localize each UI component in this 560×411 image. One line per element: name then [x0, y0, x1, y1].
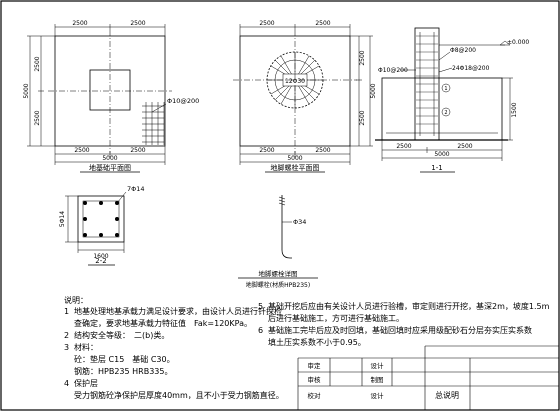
section-rebar-top: Φ8@200 — [450, 47, 476, 54]
section-22-title: 2-2 — [95, 257, 106, 265]
section-2-2 — [65, 191, 127, 266]
tag-b-label: 2 — [444, 110, 447, 116]
plan-dim-top-right: 2500 — [130, 20, 145, 27]
note-number: 2 — [64, 331, 70, 340]
note-text: 基础施工完毕后应及时回填，基础回填时应采用级配砂石分层夯实压实系数 — [268, 326, 532, 335]
note-number: 5 — [258, 302, 264, 311]
section-dim-height: 1500 — [511, 102, 518, 117]
tag-circle-b — [441, 107, 451, 117]
note-number: 6 — [258, 326, 264, 335]
tb-r3-c1: 校对 — [308, 391, 322, 400]
left-note-6: 4 保护层 — [64, 379, 98, 389]
plan-dim-left-total: 5000 — [23, 83, 30, 98]
note-number: 4 — [64, 379, 70, 388]
anchor-dim-bottom-left: 2500 — [259, 147, 274, 154]
tb-r1-c3: 设计 — [371, 361, 385, 370]
note-text: 填土压实系数不小于0.95。 — [268, 338, 366, 347]
title-block — [297, 345, 559, 410]
bolt-title: 地脚螺栓详图 — [259, 269, 298, 278]
plan-dim-top-left: 2500 — [72, 20, 87, 27]
rebar-grid — [142, 102, 165, 145]
column-bottom-dim: 1600 — [93, 253, 108, 260]
anchor-dim-top-right: 2500 — [315, 20, 330, 27]
right-note-2: 6 基础施工完毕后应及时回填，基础回填时应采用级配砂石分层夯实压实系数 — [258, 326, 532, 336]
note-text: 地基处理地基承载力满足设计要求，由设计人员进行钎探检 — [74, 307, 282, 316]
anchor-inner-label: 12Φ30 — [285, 78, 305, 85]
rebar-dots — [83, 201, 119, 237]
section-rebar-left: Φ10@200 — [378, 67, 408, 74]
note-text: 查确定，要求地基承载力特征值 Fak=120KPa。 — [74, 319, 252, 328]
column-section-outline — [77, 195, 125, 243]
plan-dim-bottom-total: 5000 — [102, 155, 117, 162]
note-text: 基础开挖后应由有关设计人员进行验槽，审定则进行开挖，基深2m，坡度1.5m — [268, 302, 550, 311]
elev-top-label: ±0.000 — [507, 39, 529, 46]
plan-title: 地基础平面图 — [89, 163, 131, 172]
section-dim-left: 2500 — [396, 143, 411, 150]
section-11-title: 1-1 — [431, 164, 442, 172]
note-text: 砼：垫层 C15 基础 C30。 — [74, 355, 175, 364]
plan-rebar-label: Φ10@200 — [167, 97, 199, 105]
column-bar-count: 7Φ14 — [127, 185, 145, 193]
note-text: 受力钢筋砼净保护层厚度40mm，且不小于受力钢筋直径。 — [74, 391, 284, 400]
left-note-4: 砼：垫层 C15 基础 C30。 — [64, 355, 175, 365]
anchor-plan-view — [233, 24, 373, 173]
tb-r2-c3: 制图 — [371, 375, 384, 384]
note-text: 保护层 — [74, 379, 98, 388]
section-dim-total: 5000 — [434, 151, 449, 158]
note-text: 结构安全等级： 二(b)类。 — [74, 331, 170, 340]
stirrup — [82, 200, 120, 238]
notes-heading: 说明： — [64, 296, 88, 305]
right-note-3: 填土压实系数不小于0.95。 — [258, 338, 366, 348]
bolt-hook — [281, 249, 292, 259]
anchor-dim-right-lower: 2500 — [359, 110, 366, 125]
left-note-7: 受力钢筋砼净保护层厚度40mm，且不小于受力钢筋直径。 — [64, 391, 284, 401]
section-1-1 — [375, 27, 513, 173]
left-note-2: 2 结构安全等级： 二(b)类。 — [64, 331, 169, 341]
anchor-dim-right-upper: 2500 — [359, 50, 366, 65]
right-note-1: 后进行基础施工，方可进行基础施工。 — [258, 314, 404, 324]
plan-dim-left-upper: 2500 — [34, 56, 41, 71]
bolt-diameter: Φ34 — [293, 218, 306, 226]
anchor-dim-right-total: 5000 — [370, 83, 377, 98]
left-note-0: 1 地基处理地基承载力满足设计要求，由设计人员进行钎探检 — [64, 307, 282, 317]
anchor-dim-bottom-right: 2500 — [315, 147, 330, 154]
note-text: 材料： — [74, 343, 98, 352]
note-text: 钢筋：HPB235 HRB335。 — [74, 367, 173, 376]
tb-footer: 总说明 — [435, 390, 459, 400]
plan-view — [27, 24, 172, 173]
tb-r2-c1: 审核 — [308, 375, 322, 384]
plan-dim-left-lower: 2500 — [34, 110, 41, 125]
plan-dim-bottom-left: 2500 — [74, 147, 89, 154]
tag-a-label: 1 — [444, 86, 447, 92]
note-number: 1 — [64, 307, 70, 316]
column-left-dim: 5Φ14 — [59, 211, 66, 227]
left-note-3: 3 材料： — [64, 343, 98, 353]
bolt-subtitle: 地脚螺栓(材质HPB235) — [246, 281, 310, 289]
section-dim-right: 2500 — [457, 143, 472, 150]
tb-r3-c3: 设计 — [371, 391, 385, 400]
note-text: 后进行基础施工，方可进行基础施工。 — [268, 314, 404, 323]
section-rebar-mid: 24Φ18@200 — [452, 65, 490, 72]
bolt-thread — [278, 196, 286, 206]
bolt-detail — [238, 195, 318, 279]
left-note-5: 钢筋：HPB235 HRB335。 — [64, 367, 172, 377]
tag-circle-a — [441, 83, 451, 93]
left-note-1: 查确定，要求地基承载力特征值 Fak=120KPa。 — [64, 319, 252, 329]
anchor-dim-top-left: 2500 — [259, 20, 274, 27]
anchor-dim-bottom-total: 5000 — [287, 155, 302, 162]
right-note-0: 5 基础开挖后应由有关设计人员进行验槽，审定则进行开挖，基深2m，坡度1.5m — [258, 302, 549, 312]
rebar-leader — [151, 103, 167, 113]
tb-r1-c1: 审定 — [308, 361, 322, 370]
elevation-marker — [499, 40, 511, 46]
note-number: 3 — [64, 343, 70, 352]
anchor-title: 地脚螺栓平面图 — [271, 163, 320, 172]
plan-dim-bottom-right: 2500 — [130, 147, 145, 154]
